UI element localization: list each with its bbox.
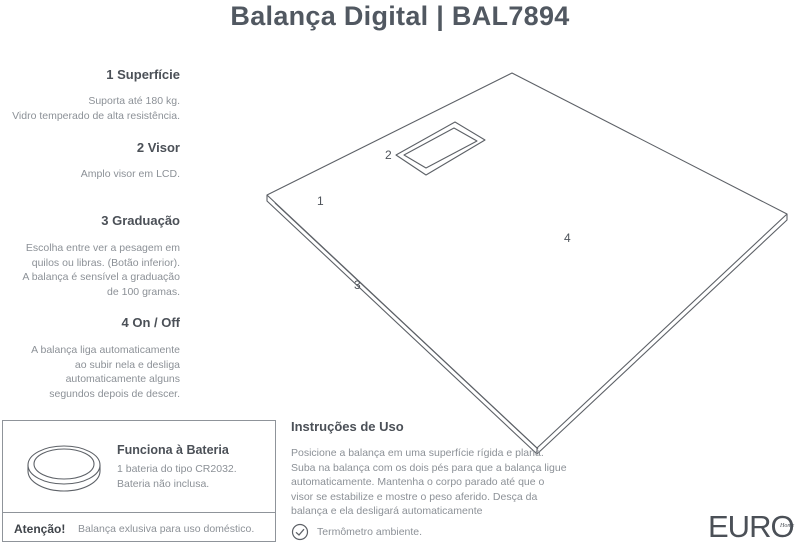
callout-display: 2 xyxy=(385,148,392,162)
callout-surface: 1 xyxy=(317,194,324,208)
feature-text: Amplo visor em LCD. xyxy=(80,168,180,180)
attention-label: Atenção! xyxy=(14,522,66,536)
instructions-section: Instruções de Uso Posicione a balança em… xyxy=(291,419,581,519)
divider xyxy=(3,512,275,513)
callout-graduation: 3 xyxy=(354,278,361,292)
feature-on-off: 4 On / Off A balança liga automaticament… xyxy=(31,315,180,401)
callout-on-off: 4 xyxy=(564,231,571,245)
feature-title: 1 Superfície xyxy=(106,67,180,82)
feature-text: Suporta até 180 kg. Vidro temperado de a… xyxy=(12,95,180,122)
check-circle-icon xyxy=(291,523,309,541)
feature-graduation: 3 Graduação Escolha entre ver a pesagem … xyxy=(22,213,180,299)
euro-home-logo: EURO Home xyxy=(708,509,795,544)
feature-title: 4 On / Off xyxy=(121,315,181,330)
feature-title: 3 Graduação xyxy=(101,213,180,228)
instructions-title: Instruções de Uso xyxy=(291,419,404,434)
battery-info-box: Funciona à Bateria 1 bateria do tipo CR2… xyxy=(2,420,276,542)
attention-text: Balança exlusiva para uso doméstico. xyxy=(78,523,255,535)
thermometer-text: Termômetro ambiente. xyxy=(317,526,423,538)
battery-title: Funciona à Bateria xyxy=(117,443,229,457)
feature-surface: 1 Superfície Suporta até 180 kg. Vidro t… xyxy=(12,67,180,123)
logo-sub: Home xyxy=(779,523,795,529)
feature-title: 2 Visor xyxy=(136,140,180,155)
page-title: Balança Digital | BAL7894 xyxy=(230,1,570,31)
feature-text: A balança liga automaticamente ao subir … xyxy=(31,344,180,400)
scale-illustration xyxy=(266,72,788,455)
feature-display: 2 Visor Amplo visor em LCD. xyxy=(81,140,180,182)
coin-battery-icon xyxy=(27,445,101,492)
instructions-text: Posicione a balança em uma superfície rí… xyxy=(291,447,567,517)
feature-text: Escolha entre ver a pesagem em quilos ou… xyxy=(22,242,180,298)
thermometer-feature: Termômetro ambiente. xyxy=(291,522,422,542)
logo-brand: EURO xyxy=(708,509,794,544)
battery-text: 1 bateria do tipo CR2032. Bateria não in… xyxy=(117,463,237,490)
